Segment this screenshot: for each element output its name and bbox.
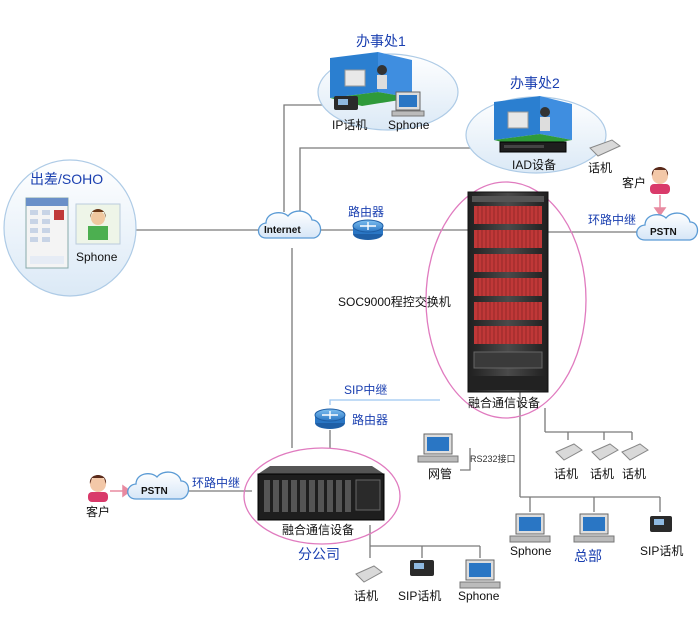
pstn-cloud-right-icon — [636, 212, 699, 241]
soho-user-picture — [75, 203, 121, 245]
customer-arrows — [110, 195, 667, 498]
label-nms: 网管 — [428, 467, 453, 481]
site-label-office1: 办事处1 — [356, 33, 406, 49]
label-branch-phone: 话机 — [354, 589, 379, 603]
internet-cloud-icon — [257, 210, 322, 239]
office1-room-picture — [330, 52, 412, 106]
label-sphone-hq: Sphone — [510, 544, 552, 558]
label-branch-sip-phone: SIP话机 — [398, 589, 442, 603]
soho-softphone-window — [25, 197, 69, 269]
pc-icon-nms — [417, 433, 459, 463]
label-hq-phone-3: 话机 — [622, 467, 647, 481]
hq-switch-ellipse — [425, 181, 587, 419]
router-mid-icon — [314, 408, 346, 429]
label-sip-phone-hq: SIP话机 — [640, 544, 684, 558]
label-loop-trunk-right: 环路中继 — [588, 213, 637, 227]
customer-icon-left — [88, 475, 108, 502]
label-fusion-main: 融合通信设备 — [468, 396, 541, 410]
link-sip-trunk — [329, 399, 440, 405]
label-sphone-soho: Sphone — [76, 250, 118, 264]
label-branch-sphone: Sphone — [458, 589, 500, 603]
site-label-soho: 出差/SOHO — [30, 171, 104, 187]
office2-room-picture — [494, 96, 572, 148]
soc9000-rack-icon — [467, 191, 549, 393]
label-pstn-left: PSTN — [141, 486, 168, 497]
pstn-cloud-left-icon — [127, 471, 190, 500]
label-internet: Internet — [264, 225, 301, 236]
label-phone-office2: 话机 — [588, 161, 613, 175]
analog-phone-icon-branch — [355, 565, 383, 583]
label-customer-left: 客户 — [86, 505, 111, 519]
label-router-mid: 路由器 — [352, 413, 389, 427]
label-loop-trunk-left: 环路中继 — [192, 476, 241, 490]
analog-phone-icons-hq — [555, 443, 649, 461]
pc-icon-branch-sphone — [459, 559, 501, 589]
pc-icon-office1 — [391, 91, 425, 117]
sip-phone-icon-hq — [650, 516, 672, 532]
sip-phone-icon-branch — [410, 560, 434, 576]
branch-ellipse — [243, 447, 401, 545]
label-router-top: 路由器 — [348, 205, 385, 219]
label-sphone-office1: Sphone — [388, 118, 430, 132]
link-internet-office1 — [283, 104, 335, 212]
link-internet-office2 — [299, 147, 500, 212]
label-fusion-branch: 融合通信设备 — [282, 523, 355, 537]
label-soc9000: SOC9000程控交换机 — [338, 295, 451, 309]
pc-icon-hq — [573, 513, 615, 543]
label-iad: IAD设备 — [512, 158, 557, 172]
label-hq-phone-2: 话机 — [590, 467, 615, 481]
iad-device-icon — [499, 141, 567, 153]
router-top-icon — [352, 219, 384, 240]
label-rs232: RS232接口 — [470, 454, 516, 464]
fusion-branch-device-icon — [257, 466, 385, 521]
customer-icon-right — [650, 167, 670, 194]
phone-icon-office2 — [589, 139, 621, 157]
site-label-office2: 办事处2 — [510, 75, 560, 91]
site-label-hq: 总部 — [574, 548, 602, 564]
label-pstn-right: PSTN — [650, 227, 677, 238]
connection-lines — [134, 104, 661, 558]
ip-phone-icon-office1 — [334, 96, 358, 110]
link-rs232 — [460, 448, 471, 471]
label-customer-right: 客户 — [622, 176, 647, 190]
site-label-branch: 分公司 — [298, 546, 340, 562]
label-sip-trunk: SIP中继 — [344, 383, 388, 397]
label-hq-phone-1: 话机 — [554, 467, 579, 481]
label-ip-phone: IP话机 — [332, 118, 368, 132]
pc-icon-hq-sphone — [509, 513, 551, 543]
